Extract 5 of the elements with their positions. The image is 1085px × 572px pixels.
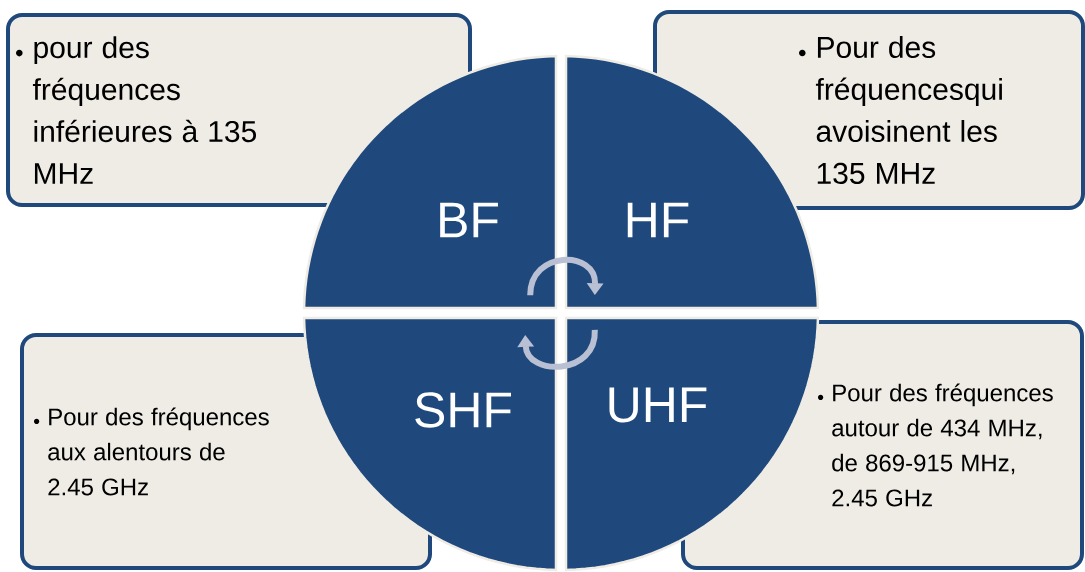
quadrant: SHF [302,316,558,572]
cycle-arrow [517,329,598,370]
quadrant: BF [302,54,558,310]
cycle-arrow [527,256,604,296]
quadrant: UHF [564,316,820,572]
